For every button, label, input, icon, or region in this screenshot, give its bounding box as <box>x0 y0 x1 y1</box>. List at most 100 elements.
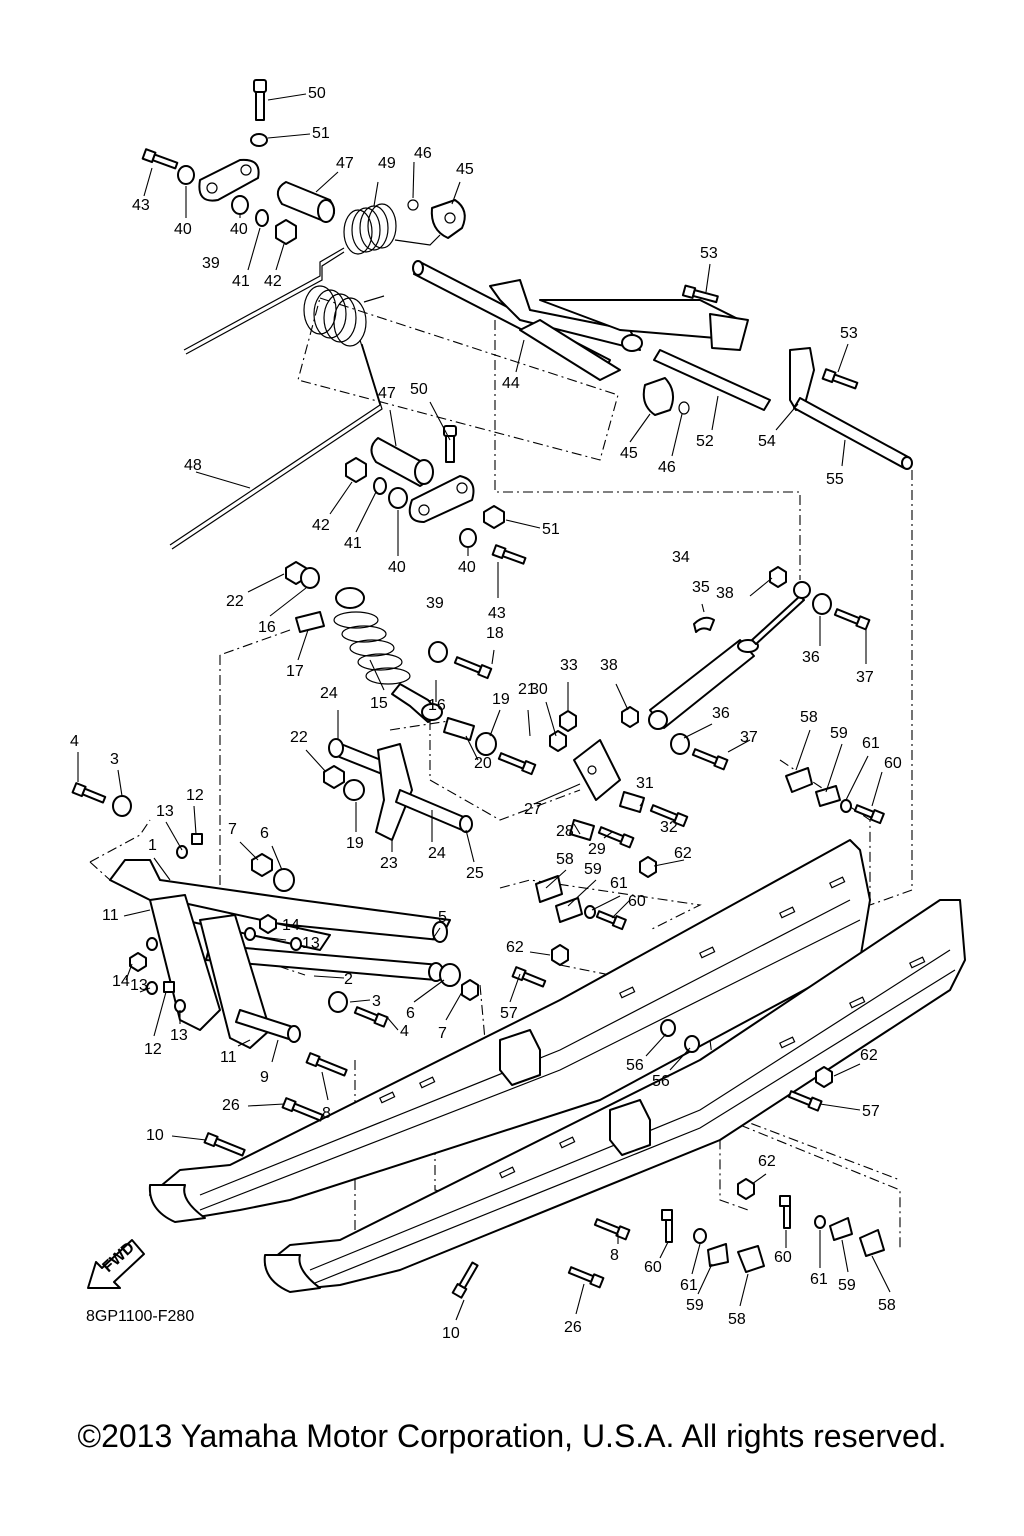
callout-leader <box>671 413 683 457</box>
callout-leader <box>429 401 451 441</box>
callout-label: 45 <box>456 161 474 178</box>
callout-label: 2 <box>344 971 353 988</box>
callout-leader <box>705 263 711 293</box>
callout-leader <box>683 723 713 739</box>
callout-label: 26 <box>564 1319 582 1336</box>
callout-leader <box>465 735 479 761</box>
callout-label: 43 <box>132 197 150 214</box>
callout-label: 59 <box>830 725 848 742</box>
callout-label: 24 <box>320 685 338 702</box>
callout-leader <box>451 181 461 205</box>
callout-leader <box>611 899 631 919</box>
upper-arm-assembly <box>141 79 913 470</box>
callout-leader <box>269 587 307 617</box>
callout-leader <box>373 181 379 207</box>
callout-label: 3 <box>372 993 381 1010</box>
callout-label: 41 <box>232 273 250 290</box>
callout-leader <box>751 1173 767 1185</box>
callout-label: 36 <box>802 649 820 666</box>
callout-leader <box>139 987 151 993</box>
callout-leader <box>669 1047 691 1071</box>
rear-arm-assembly <box>169 285 527 565</box>
callout-leader <box>533 783 581 805</box>
callout-label: 21 <box>518 681 536 698</box>
callout-label: 60 <box>774 1249 792 1266</box>
callout-label: 15 <box>370 695 388 712</box>
callout-leader <box>369 659 385 691</box>
callout-leader <box>529 951 551 956</box>
callout-leader <box>575 1283 585 1315</box>
callout-label: 34 <box>672 549 690 566</box>
callout-label: 20 <box>474 755 492 772</box>
callout-label: 61 <box>610 875 628 892</box>
callout-label: 5 <box>438 909 447 926</box>
callout-label: 60 <box>628 893 646 910</box>
callout-label: 59 <box>584 861 602 878</box>
callout-leader <box>691 1243 701 1275</box>
callout-leader <box>591 895 621 911</box>
callout-label: 4 <box>400 1023 409 1040</box>
callout-label: 6 <box>260 825 269 842</box>
callout-leader <box>749 577 773 597</box>
front-arm-assembly <box>71 782 479 1049</box>
callout-label: 14 <box>282 917 300 934</box>
callout-label: 62 <box>506 939 524 956</box>
guide-lines <box>89 297 913 1250</box>
callout-leader <box>239 841 259 861</box>
callout-label: 37 <box>856 669 874 686</box>
callout-leader <box>431 927 441 941</box>
callout-label: 60 <box>884 755 902 772</box>
callout-leader <box>841 439 846 467</box>
callout-label: 37 <box>740 729 758 746</box>
callout-label: 38 <box>600 657 618 674</box>
callout-label: 49 <box>378 155 396 172</box>
callout-leader <box>845 755 869 801</box>
callout-label: 38 <box>716 585 734 602</box>
callout-leader <box>153 991 167 1037</box>
callout-label: 40 <box>174 221 192 238</box>
callout-label: 42 <box>312 517 330 534</box>
callout-label: 58 <box>800 709 818 726</box>
callout-leader <box>455 1299 465 1321</box>
callout-label: 61 <box>862 735 880 752</box>
callout-leader <box>193 805 197 835</box>
callout-leader <box>711 395 719 431</box>
callout-label: 6 <box>406 1005 415 1022</box>
callout-label: 53 <box>840 325 858 342</box>
callout-leader <box>465 829 475 863</box>
callout-label: 47 <box>336 155 354 172</box>
callout-label: 1 <box>148 837 157 854</box>
callout-label: 32 <box>660 819 678 836</box>
callout-leader <box>143 167 153 197</box>
callout-label: 58 <box>556 851 574 868</box>
callout-leader <box>841 1239 849 1273</box>
callout-label: 17 <box>286 663 304 680</box>
callout-label: 36 <box>712 705 730 722</box>
callout-leader <box>271 845 283 871</box>
callout-label: 18 <box>486 625 504 642</box>
callout-label: 24 <box>428 845 446 862</box>
callout-label: 19 <box>346 835 364 852</box>
callout-leader <box>315 171 339 193</box>
callout-label: 19 <box>492 691 510 708</box>
rail-bolts <box>203 1052 631 1299</box>
callout-leader <box>639 799 645 807</box>
callout-label: 39 <box>202 255 220 272</box>
callout-label: 42 <box>264 273 282 290</box>
callout-label: 58 <box>728 1311 746 1328</box>
diagram-code: 8GP1100-F280 <box>86 1308 195 1325</box>
callout-label: 53 <box>700 245 718 262</box>
callout-leader <box>819 1103 861 1111</box>
callout-label: 12 <box>144 1041 162 1058</box>
callout-leader <box>267 93 307 101</box>
callout-leader <box>825 743 843 793</box>
callout-leader <box>573 823 581 835</box>
callout-label: 22 <box>290 729 308 746</box>
callout-label: 41 <box>344 535 362 552</box>
callout-label: 62 <box>758 1153 776 1170</box>
shock-absorber-15 <box>333 587 443 723</box>
callout-leader <box>297 629 309 661</box>
callout-leader <box>389 409 397 447</box>
